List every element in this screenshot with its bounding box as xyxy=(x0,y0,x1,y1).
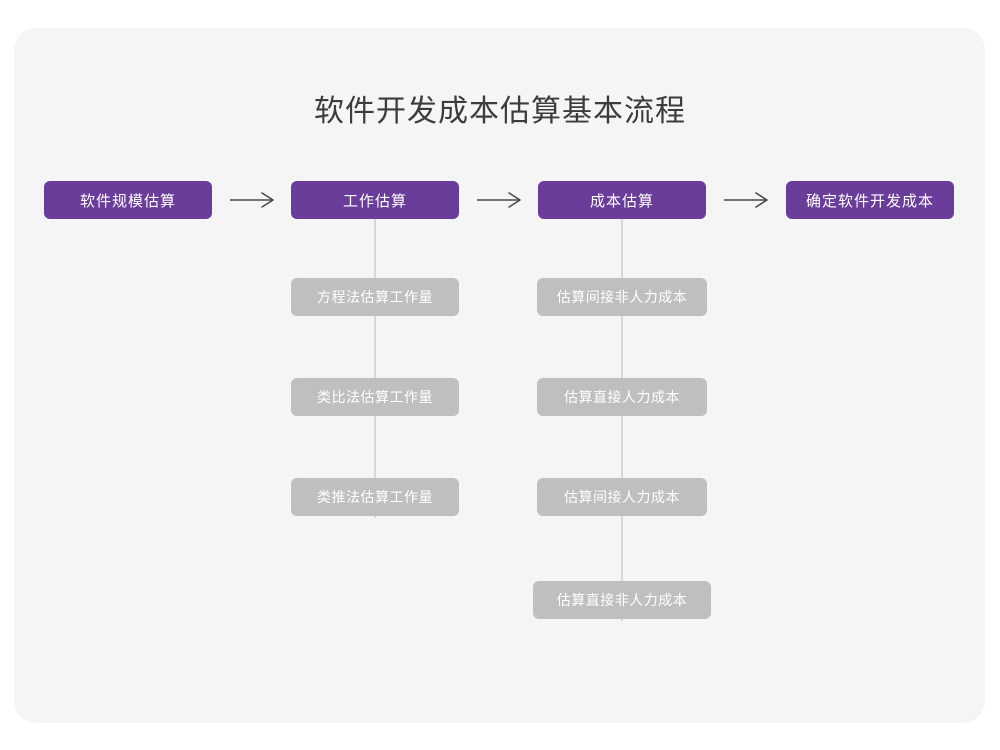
substep-node-work-2[interactable]: 类比法估算工作量 xyxy=(291,378,459,416)
content-card xyxy=(14,28,985,723)
substep-node-cost-3[interactable]: 估算间接人力成本 xyxy=(537,478,707,516)
arrow-step2-to-step3 xyxy=(475,189,525,211)
step-node-2-label: 工作估算 xyxy=(342,192,407,210)
substep-node-cost-1[interactable]: 估算间接非人力成本 xyxy=(537,278,707,316)
arrow-step3-to-step4 xyxy=(722,189,772,211)
substep-node-work-3-label: 类推法估算工作量 xyxy=(317,489,433,505)
substep-node-work-1-label: 方程法估算工作量 xyxy=(317,289,433,305)
step-node-1[interactable]: 软件规模估算 xyxy=(44,181,212,219)
step-node-4[interactable]: 确定软件开发成本 xyxy=(786,181,954,219)
step-node-4-label: 确定软件开发成本 xyxy=(805,192,934,210)
page-title: 软件开发成本估算基本流程 xyxy=(314,95,686,128)
substep-node-cost-1-label: 估算间接非人力成本 xyxy=(556,289,688,305)
connector-line-column-cost xyxy=(621,216,623,621)
step-node-3-label: 成本估算 xyxy=(589,192,654,210)
substep-node-work-2-label: 类比法估算工作量 xyxy=(317,389,433,405)
substep-node-cost-4[interactable]: 估算直接非人力成本 xyxy=(533,581,711,619)
connector-line-column-work xyxy=(374,216,376,518)
substep-node-cost-3-label: 估算间接人力成本 xyxy=(564,489,680,505)
arrow-step1-to-step2 xyxy=(228,189,278,211)
step-node-2[interactable]: 工作估算 xyxy=(291,181,459,219)
step-node-3[interactable]: 成本估算 xyxy=(538,181,706,219)
substep-node-cost-2-label: 估算直接人力成本 xyxy=(564,389,680,405)
substep-node-cost-2[interactable]: 估算直接人力成本 xyxy=(537,378,707,416)
substep-node-cost-4-label: 估算直接非人力成本 xyxy=(556,592,688,608)
substep-node-work-3[interactable]: 类推法估算工作量 xyxy=(291,478,459,516)
substep-node-work-1[interactable]: 方程法估算工作量 xyxy=(291,278,459,316)
step-node-1-label: 软件规模估算 xyxy=(79,192,176,210)
